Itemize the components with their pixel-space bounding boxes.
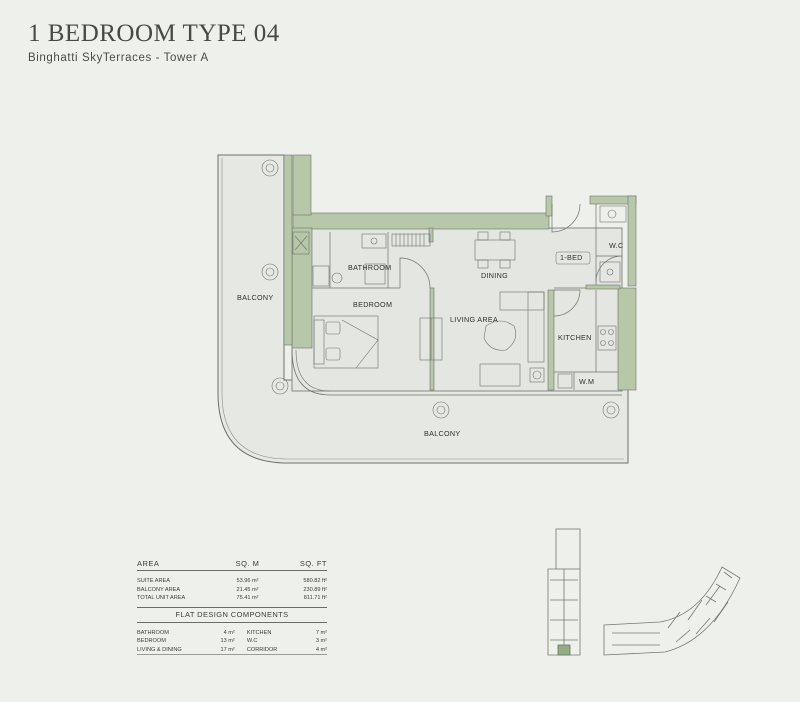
label-wc: W.C <box>609 241 623 250</box>
table-row: BATHROOM 4 m² KITCHEN 7 m² <box>137 629 328 636</box>
table-row: LIVING & DINING 17 m² CORRIDOR 4 m² <box>137 646 328 653</box>
wall-right <box>617 287 637 391</box>
label-kitchen: KITCHEN <box>558 333 592 342</box>
area-table-header: AREA SQ. M SQ. FT <box>137 556 327 571</box>
col-area: AREA <box>137 558 160 568</box>
page-title: 1 BEDROOM TYPE 04 <box>28 20 280 47</box>
table-row: TOTAL UNIT AREA 75.41 m² 811.71 ft² <box>137 595 327 601</box>
label-balcony-side: BALCONY <box>237 293 273 302</box>
col-sqm: SQ. M <box>235 558 260 568</box>
wall-balcony-left <box>283 154 293 346</box>
wall-top <box>292 212 550 230</box>
project-subtitle: Binghatti SkyTerraces - Tower A <box>28 52 209 64</box>
label-dining: DINING <box>481 271 508 280</box>
wall-lr-div <box>547 289 555 391</box>
plant-icon <box>261 263 279 281</box>
plant-icon <box>432 401 450 419</box>
table-row: BEDROOM 13 m² W.C 3 m² <box>137 638 328 644</box>
plant-icon <box>602 401 620 419</box>
label-1-bed: 1-BED <box>560 253 583 262</box>
plant-icon <box>271 377 289 395</box>
plant-icon <box>261 159 279 177</box>
wall-bath-right <box>428 227 434 243</box>
label-living-area: LIVING AREA <box>450 315 498 324</box>
wall-bed-mid <box>429 287 435 391</box>
label-balcony-front: BALCONY <box>424 429 460 438</box>
area-table: AREA SQ. M SQ. FT SUITE AREA 53.96 m² 58… <box>137 556 327 655</box>
label-bedroom: BEDROOM <box>353 300 392 309</box>
label-bathroom: BATHROOM <box>348 263 391 272</box>
dining-table <box>474 239 516 261</box>
wall-left-column <box>292 154 312 216</box>
table-row: BALCONY AREA 21.45 m² 230.89 ft² <box>137 586 327 593</box>
bathtub-icon <box>312 265 330 287</box>
wall-kitchen-top <box>585 284 621 290</box>
col-sqft: SQ. FT <box>299 558 327 568</box>
table-row: SUITE AREA 53.96 m² 580.82 ft² <box>137 578 327 584</box>
components-title: FLAT DESIGN COMPONENTS <box>137 606 327 623</box>
wall-right-col <box>627 195 637 287</box>
label-wm: W.M <box>579 377 594 386</box>
